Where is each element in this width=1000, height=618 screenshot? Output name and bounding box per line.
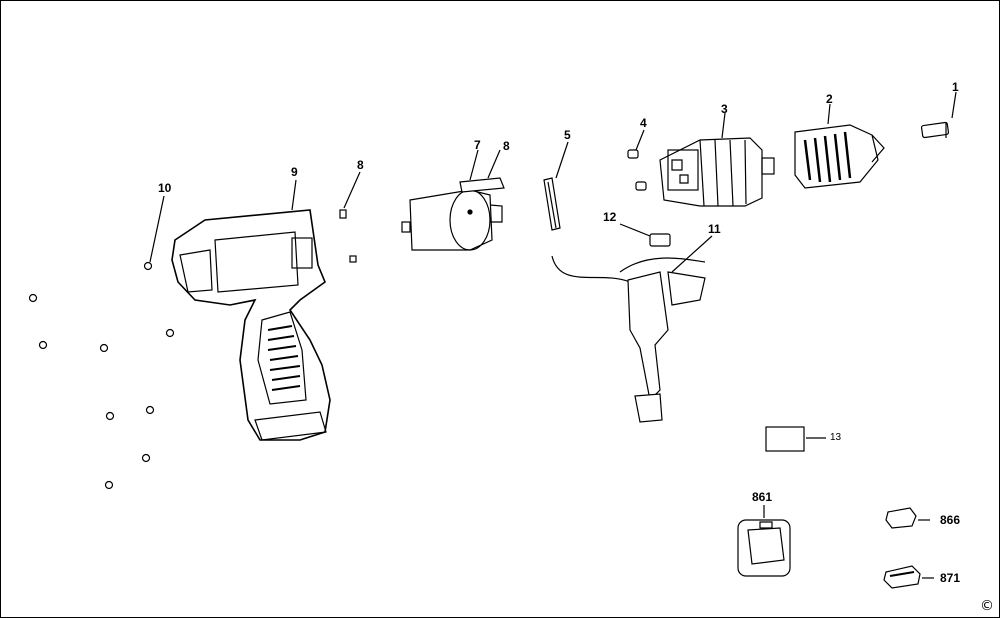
part-3-gearbox (659, 112, 775, 207)
callout-8b: 8 (357, 158, 364, 172)
part-13-label (765, 426, 826, 452)
part-1-bit (920, 91, 957, 139)
copyright-symbol: © (980, 598, 994, 614)
callout-11: 11 (708, 222, 721, 236)
callout-9: 9 (291, 165, 298, 179)
part-4-screws (627, 129, 647, 191)
part-9-housing (171, 179, 331, 441)
part-871-charger (883, 565, 934, 589)
part-12-connector (619, 223, 671, 247)
callout-8a: 8 (503, 139, 510, 153)
callout-10: 10 (158, 181, 172, 195)
part-11-switch (551, 235, 713, 423)
callout-861: 861 (752, 490, 773, 504)
callout-7: 7 (474, 138, 481, 152)
callout-4: 4 (640, 116, 647, 130)
callout-13: 13 (830, 432, 842, 443)
part-866-battery (885, 507, 930, 529)
callout-1: 1 (952, 80, 959, 94)
callout-866: 866 (940, 513, 961, 527)
callout-2: 2 (826, 92, 833, 106)
part-7-brush-plate (459, 149, 505, 193)
callout-3: 3 (721, 102, 728, 116)
part-2-chuck (794, 103, 885, 189)
part-6-motor (401, 189, 503, 251)
part-10-screws (28, 195, 175, 490)
part-861-case (737, 505, 791, 577)
callout-12: 12 (603, 210, 617, 224)
part-8-small-pieces (339, 171, 361, 263)
callout-5: 5 (564, 128, 571, 142)
part-5-plate (543, 141, 569, 231)
callout-871: 871 (940, 571, 961, 585)
